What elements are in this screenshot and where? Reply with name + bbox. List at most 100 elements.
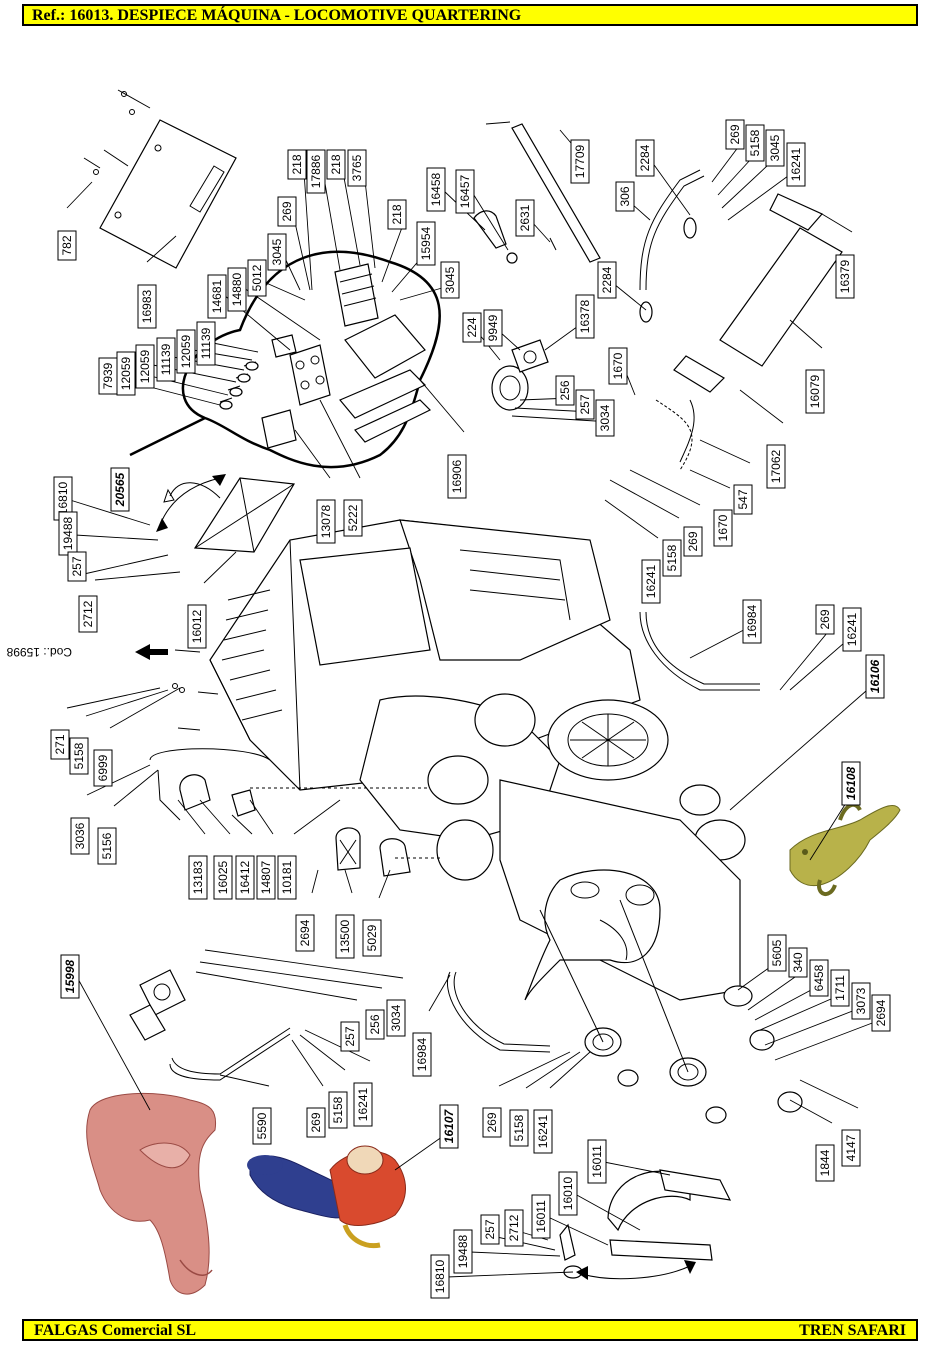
part-label-269: 269 [277,196,297,227]
part-number-text: 269 [280,201,294,221]
part-label-256: 256 [365,1009,385,1040]
part-number-text: 6999 [96,754,110,781]
part-number-text: 3073 [854,987,868,1014]
part-number-text: 16984 [415,1037,429,1071]
part-label-16025: 16025 [213,855,233,900]
part-label-15954: 15954 [416,221,436,266]
part-number-text: 4147 [844,1134,858,1161]
part-label-6458: 6458 [809,959,829,997]
part-number-text: 16241 [356,1087,370,1121]
part-label-16012: 16012 [187,604,207,649]
part-label-2284: 2284 [597,261,617,299]
part-number-text: 14880 [230,272,244,306]
part-label-256: 256 [555,375,575,406]
footer-bar: FALGAS Comercial SL TREN SAFARI [22,1319,918,1341]
part-number-text: 17062 [769,449,783,483]
part-number-text: 1670 [611,352,625,379]
part-number-text: 13078 [319,504,333,538]
part-number-text: 5012 [250,264,264,291]
part-number-text: 3045 [768,134,782,161]
part-label-16108: 16108 [841,761,861,806]
part-label-12059: 12059 [176,329,196,374]
part-label-269: 269 [683,526,703,557]
part-number-text: 1711 [833,975,847,1001]
parts-drawing [83,89,843,1280]
part-label-269: 269 [306,1107,326,1138]
part-number-text: 5029 [365,924,379,951]
header-bar: Ref.: 16013. DESPIECE MÁQUINA - LOCOMOTI… [22,4,918,26]
part-number-text: 5222 [346,504,360,531]
part-label-257: 257 [480,1214,500,1245]
part-number-text: 3036 [73,822,87,849]
company-name: FALGAS Comercial SL [34,1322,197,1339]
part-label-224: 224 [462,312,482,343]
part-label-218: 218 [326,149,346,180]
part-label-3765: 3765 [347,149,367,187]
part-number-text: 14681 [210,279,224,313]
part-number-text: 16079 [808,374,822,408]
part-number-text: 16241 [644,564,658,598]
part-label-1844: 1844 [815,1144,835,1182]
part-label-16241: 16241 [842,607,862,652]
figure-conductor [247,1145,406,1249]
part-label-16011: 16011 [587,1139,607,1184]
part-label-2284: 2284 [635,139,655,177]
part-label-13183: 13183 [188,855,208,900]
part-number-text: 224 [465,317,479,337]
part-label-17062: 17062 [766,444,786,489]
part-label-11139: 11139 [156,337,176,382]
part-label-7939: 7939 [98,357,118,395]
part-number-text: 3765 [350,154,364,181]
part-label-14807: 14807 [256,855,276,900]
part-number-text: 16011 [590,1145,604,1178]
cod-arrow: Cod.: 15998 [6,644,168,660]
part-number-text: 16457 [458,174,472,208]
part-number-text: 17709 [573,144,587,178]
part-number-text: 9949 [486,314,500,341]
part-label-16378: 16378 [575,294,595,339]
part-label-5158: 5158 [69,737,89,775]
part-label-306: 306 [615,181,635,212]
part-label-16241: 16241 [786,142,806,187]
part-label-12059: 12059 [116,351,136,396]
part-number-text: 16011 [534,1200,548,1233]
part-label-5158: 5158 [328,1091,348,1129]
part-number-text: 15998 [63,959,77,993]
part-number-text: 2284 [638,144,652,171]
part-number-text: 20565 [113,472,127,507]
part-label-10181: 10181 [277,855,297,900]
part-label-16241: 16241 [641,559,661,604]
part-number-text: 1844 [818,1149,832,1176]
part-number-text: 11139 [199,327,213,359]
part-label-269: 269 [482,1107,502,1138]
part-number-text: 2694 [298,919,312,946]
part-label-16079: 16079 [805,369,825,414]
part-number-text: 16983 [140,289,154,323]
part-number-text: 16106 [868,659,882,693]
part-number-text: 269 [485,1112,499,1132]
part-number-text: 16107 [442,1108,456,1143]
product-name: TREN SAFARI [799,1322,906,1339]
part-number-text: 2712 [81,600,95,627]
part-label-16241: 16241 [533,1109,553,1154]
part-number-text: 16379 [838,259,852,293]
part-label-2631: 2631 [515,199,535,237]
part-label-218: 218 [287,149,307,180]
part-number-text: 5156 [100,832,114,859]
part-label-16457: 16457 [455,169,475,214]
part-number-text: 16458 [429,172,443,206]
part-label-16810: 16810 [430,1254,450,1299]
part-label-782: 782 [57,230,77,261]
part-number-text: 5158 [331,1096,345,1123]
control-group-outline [181,250,441,469]
part-label-257: 257 [575,389,595,420]
part-number-text: 16241 [789,147,803,181]
part-number-text: 218 [390,204,404,224]
part-label-3045: 3045 [765,129,785,167]
part-label-5158: 5158 [745,124,765,162]
part-label-16107: 16107 [439,1104,459,1149]
part-label-16010: 16010 [558,1171,578,1216]
part-label-5156: 5156 [97,827,117,865]
part-label-2694: 2694 [295,914,315,952]
part-label-6999: 6999 [93,749,113,787]
